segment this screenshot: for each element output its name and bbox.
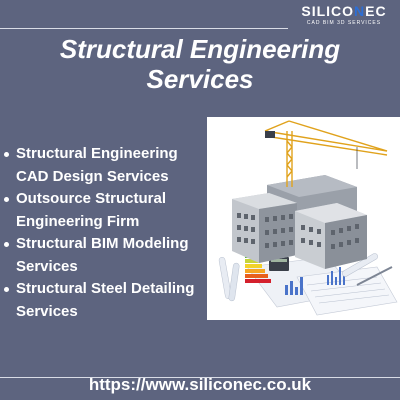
- title-line-1: Structural Engineering: [59, 34, 341, 64]
- building-crane-image: [218, 120, 398, 316]
- service-item-bim-modeling: Structural BIM Modeling Services: [0, 233, 212, 278]
- siliconec-logo: SILICONEC CAD BIM 3D SERVICES: [292, 4, 396, 28]
- service-item-steel-detailing: Structural Steel Detailing Services: [0, 278, 212, 323]
- service-item-cad-design: Structural Engineering CAD Design Servic…: [0, 143, 212, 188]
- logo-wordmark: SILICONEC: [301, 3, 387, 19]
- top-divider: [0, 28, 288, 29]
- services-list: Structural Engineering CAD Design Servic…: [0, 143, 212, 323]
- page-title: Structural Engineering Services: [0, 34, 400, 94]
- service-item-outsource-firm: Outsource Structural Engineering Firm: [0, 188, 212, 233]
- website-link[interactable]: https://www.siliconec.co.uk: [88, 375, 312, 394]
- title-line-2: Services: [146, 64, 254, 94]
- bottom-divider: [0, 377, 400, 378]
- logo-tagline: CAD BIM 3D SERVICES: [306, 20, 382, 26]
- construction-illustration: [207, 117, 400, 320]
